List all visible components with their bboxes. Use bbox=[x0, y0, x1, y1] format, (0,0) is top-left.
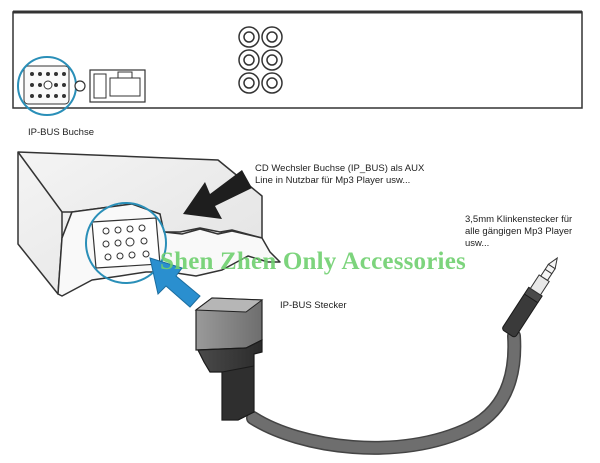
ipbus-socket-label: IP-BUS Buchse bbox=[28, 127, 94, 138]
mounting-hole bbox=[74, 80, 86, 92]
head-unit-3d-panel bbox=[17, 151, 281, 297]
rca-outputs bbox=[238, 26, 283, 94]
power-connector bbox=[89, 69, 146, 103]
cable bbox=[247, 330, 520, 454]
jack-label-line1: 3,5mm Klinkenstecker für bbox=[465, 214, 573, 225]
ipbus-socket-middle bbox=[91, 217, 161, 269]
cd-changer-label-line1: CD Wechsler Buchse (IP_BUS) als AUX bbox=[255, 163, 425, 174]
blue-arrow-icon bbox=[149, 257, 201, 308]
jack-plug bbox=[502, 256, 558, 338]
ipbus-plug bbox=[194, 297, 264, 421]
jack-label-line3: usw... bbox=[465, 238, 490, 249]
head-unit-rear-panel bbox=[12, 10, 583, 116]
black-arrow-icon bbox=[183, 170, 252, 219]
jack-label-line2: alle gängigen Mp3 Player bbox=[465, 226, 573, 237]
highlight-circle-middle bbox=[85, 202, 167, 284]
ipbus-socket-top bbox=[23, 65, 70, 105]
watermark-text: Shen Zhen Only Accessories bbox=[160, 248, 466, 275]
ipbus-plug-label: IP-BUS Stecker bbox=[280, 300, 347, 311]
cd-changer-label-line2: Line in Nutzbar für Mp3 Player usw... bbox=[255, 175, 411, 186]
